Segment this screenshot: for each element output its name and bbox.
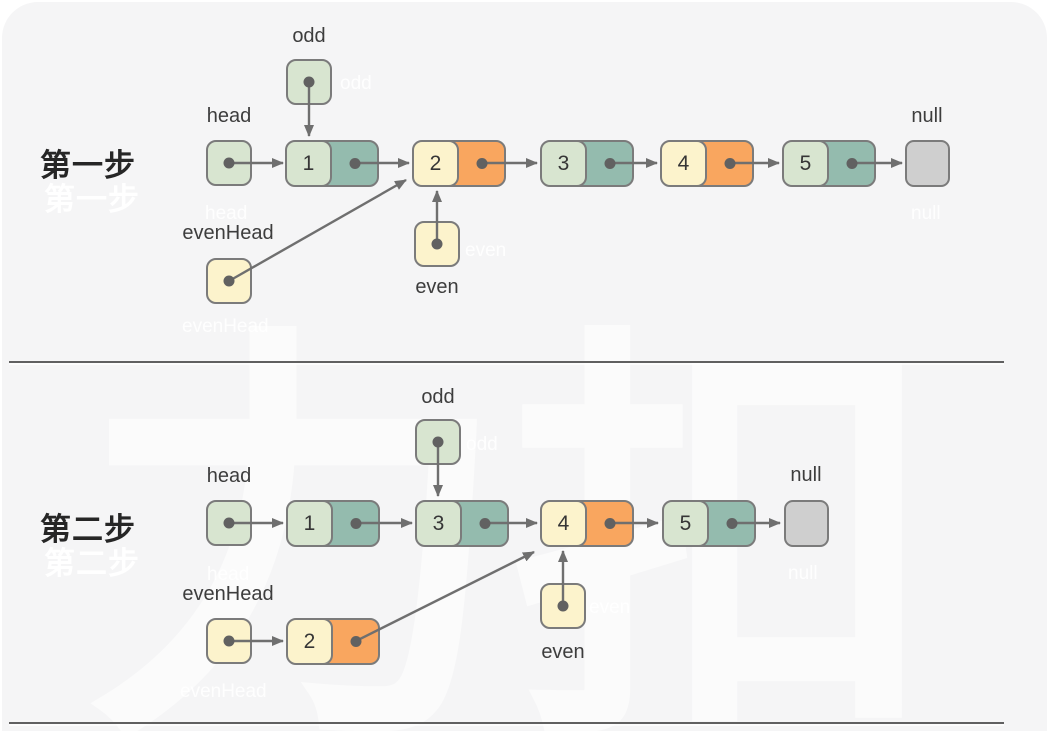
label-evenHead: evenHead [182, 583, 274, 605]
node-value-square: 4 [660, 140, 707, 187]
pointer-box-odd [286, 59, 332, 105]
node-value-square: 2 [412, 140, 459, 187]
list-node-2: 2 [286, 618, 380, 665]
ghost-label-even: even [589, 597, 631, 618]
label-null: null [790, 464, 822, 486]
ghost-step-label: 第二步 [44, 546, 140, 581]
ghost-label-odd: odd [340, 73, 372, 94]
node-value-square: 4 [540, 500, 587, 547]
ghost-label-null: null [911, 203, 941, 224]
pointer-arrow [355, 550, 535, 643]
node-value-square: 5 [662, 500, 709, 547]
list-node-3: 3 [540, 140, 634, 187]
pointer-box-even [540, 583, 586, 629]
label-even: even [415, 276, 459, 298]
node-value-square: 5 [782, 140, 829, 187]
label-head: head [206, 105, 252, 127]
node-value-square: 2 [286, 618, 333, 665]
ghost-step-label: 第一步 [44, 182, 140, 217]
pointer-box-head [206, 140, 252, 186]
step-label: 第二步 [40, 512, 136, 547]
separator-line [9, 361, 1004, 363]
node-value-square: 1 [286, 500, 333, 547]
ghost-label-null: null [788, 563, 818, 584]
label-null: null [911, 105, 943, 127]
pointer-box-evenHead [206, 618, 252, 664]
ghost-label-evenHead: evenHead [180, 681, 267, 702]
ghost-label-even: even [465, 240, 507, 261]
list-node-2: 2 [412, 140, 506, 187]
label-odd: odd [292, 25, 326, 47]
pointer-box-head [206, 500, 252, 546]
list-node-5: 5 [782, 140, 876, 187]
list-node-4: 4 [660, 140, 754, 187]
label-head: head [206, 465, 252, 487]
pointer-box-evenHead [206, 258, 252, 304]
label-odd: odd [421, 386, 455, 408]
list-node-1: 1 [285, 140, 379, 187]
label-even: even [541, 641, 585, 663]
pointer-box-even [414, 221, 460, 267]
null-box [784, 500, 829, 547]
list-node-3: 3 [415, 500, 509, 547]
step-label: 第一步 [40, 148, 136, 183]
list-node-4: 4 [540, 500, 634, 547]
node-value-square: 1 [285, 140, 332, 187]
ghost-label-odd: odd [466, 434, 498, 455]
null-box [905, 140, 950, 187]
ghost-label-evenHead: evenHead [182, 316, 269, 337]
ghost-label-head: head [207, 564, 250, 585]
pointer-box-odd [415, 419, 461, 465]
separator-line [9, 722, 1004, 724]
label-evenHead: evenHead [182, 222, 274, 244]
list-node-1: 1 [286, 500, 380, 547]
node-value-square: 3 [415, 500, 462, 547]
list-node-5: 5 [662, 500, 756, 547]
node-value-square: 3 [540, 140, 587, 187]
